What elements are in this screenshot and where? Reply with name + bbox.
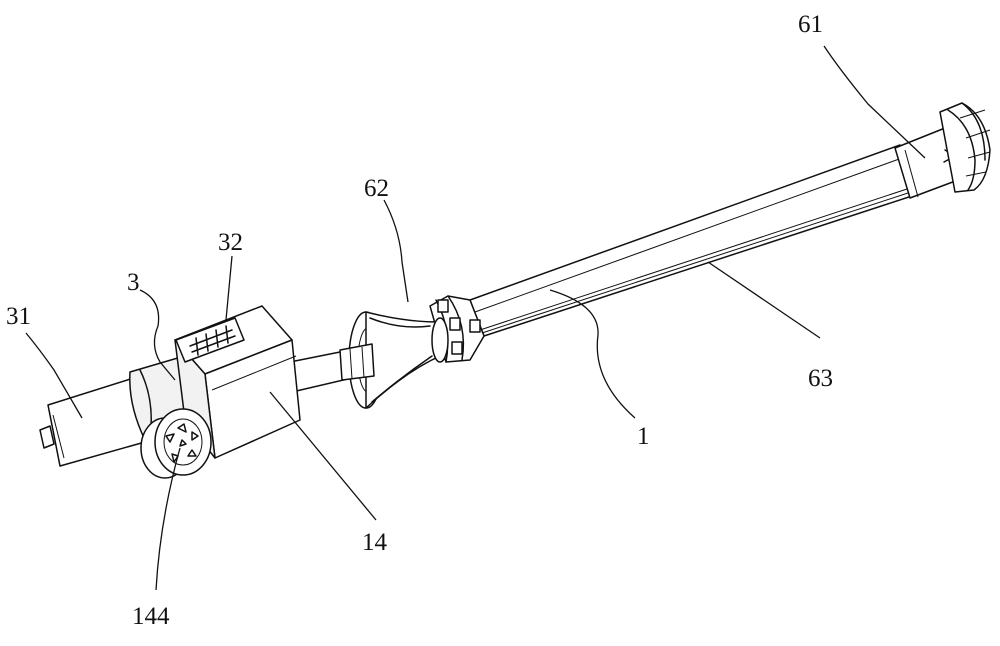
leader-61: [824, 46, 925, 158]
label-144: 144: [132, 603, 170, 630]
label-63: 63: [808, 365, 833, 392]
label-32: 32: [218, 229, 243, 256]
label-14: 14: [362, 529, 388, 556]
label-1: 1: [637, 423, 650, 450]
leader-14: [270, 392, 376, 520]
leader-63: [708, 262, 820, 338]
main-tube: [470, 145, 912, 336]
label-3: 3: [127, 269, 140, 296]
label-61: 61: [798, 11, 823, 38]
leader-32: [226, 256, 232, 320]
label-62: 62: [364, 175, 389, 202]
leader-62: [384, 200, 408, 302]
label-31: 31: [6, 303, 31, 330]
